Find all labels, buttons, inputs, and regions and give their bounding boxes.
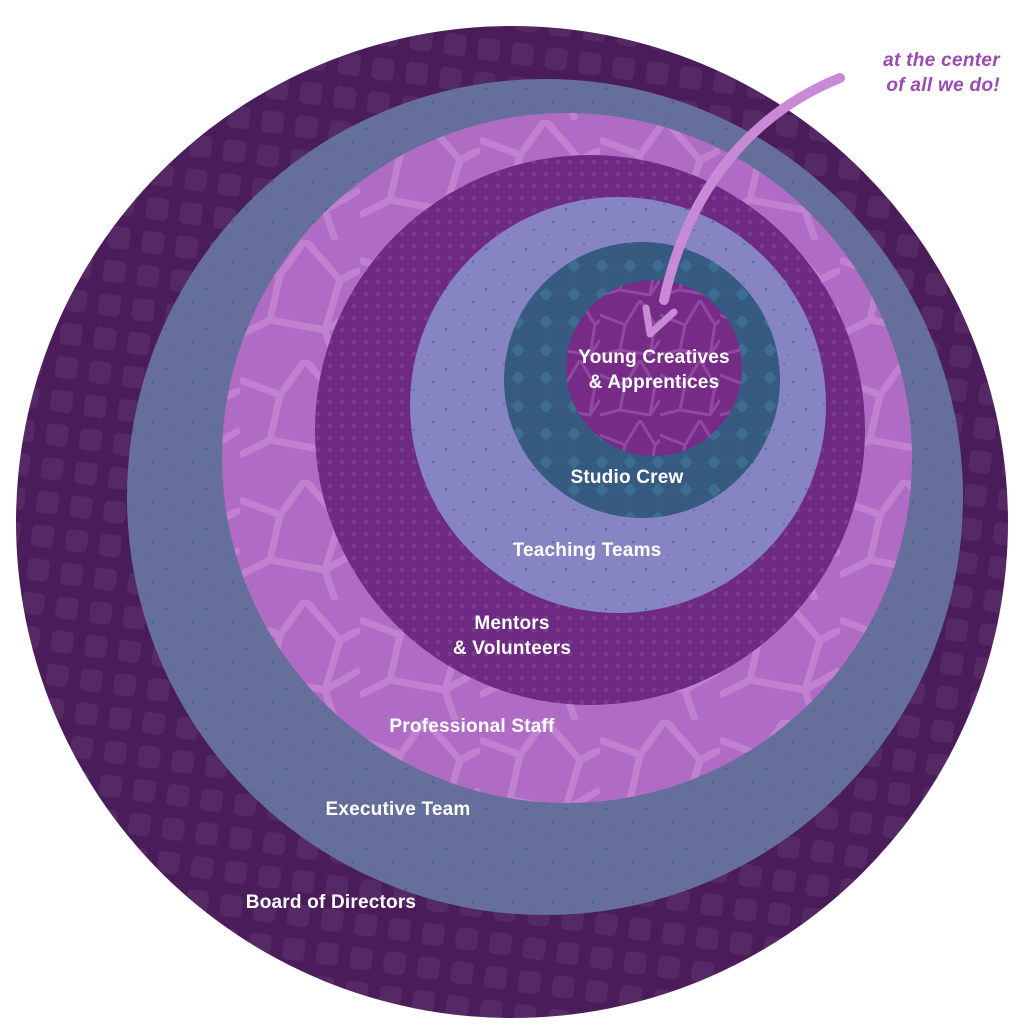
label-board-of-directors: Board of Directors (245, 892, 417, 913)
label-professional-staff: Professional Staff (389, 716, 555, 737)
label-young-creatives-apprentices: Young Creatives & Apprentices (578, 347, 730, 393)
callout-text: at the center of all we do! (883, 50, 1000, 96)
label-executive-team: Executive Team (325, 799, 471, 820)
callout-arrow (642, 73, 845, 338)
ring-center-texture (566, 280, 742, 456)
label-mentors-volunteers: Mentors & Volunteers (452, 613, 572, 659)
label-studio-crew: Studio Crew (570, 467, 684, 488)
label-teaching-teams: Teaching Teams (512, 540, 662, 561)
